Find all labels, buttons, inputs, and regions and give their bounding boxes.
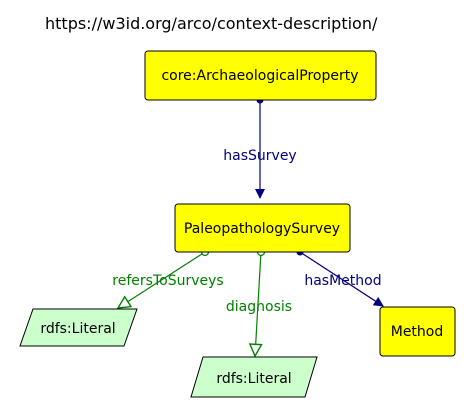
node-label-literal-bottom: rdfs:Literal (216, 371, 291, 387)
edge-refers-to-surveys: refersToSurveys (112, 247, 224, 309)
literal-node-bottom[interactable]: rdfs:Literal (190, 356, 318, 398)
ontology-uri: https://w3id.org/arco/context-descriptio… (45, 14, 378, 33)
class-node-paleopathology-survey[interactable]: PaleopathologySurvey (174, 203, 351, 253)
node-label-archaeological-property: core:ArchaeologicalProperty (161, 68, 358, 84)
edge-label-has-survey: hasSurvey (223, 148, 296, 164)
literal-node-left[interactable]: rdfs:Literal (19, 308, 138, 347)
class-node-method[interactable]: Method (379, 306, 456, 357)
edge-has-survey: hasSurvey (223, 96, 297, 199)
class-node-archaeological-property[interactable]: core:ArchaeologicalProperty (144, 50, 377, 101)
edge-has-method: hasMethod (296, 248, 384, 307)
edge-label-diagnosis: diagnosis (226, 299, 292, 315)
edge-diagnosis: diagnosis (226, 247, 292, 357)
edge-label-refers-to-surveys: refersToSurveys (112, 273, 223, 289)
node-label-paleopathology-survey: PaleopathologySurvey (184, 221, 340, 237)
node-label-literal-left: rdfs:Literal (40, 321, 115, 337)
node-label-method: Method (391, 324, 444, 340)
edge-label-has-method: hasMethod (304, 273, 381, 289)
